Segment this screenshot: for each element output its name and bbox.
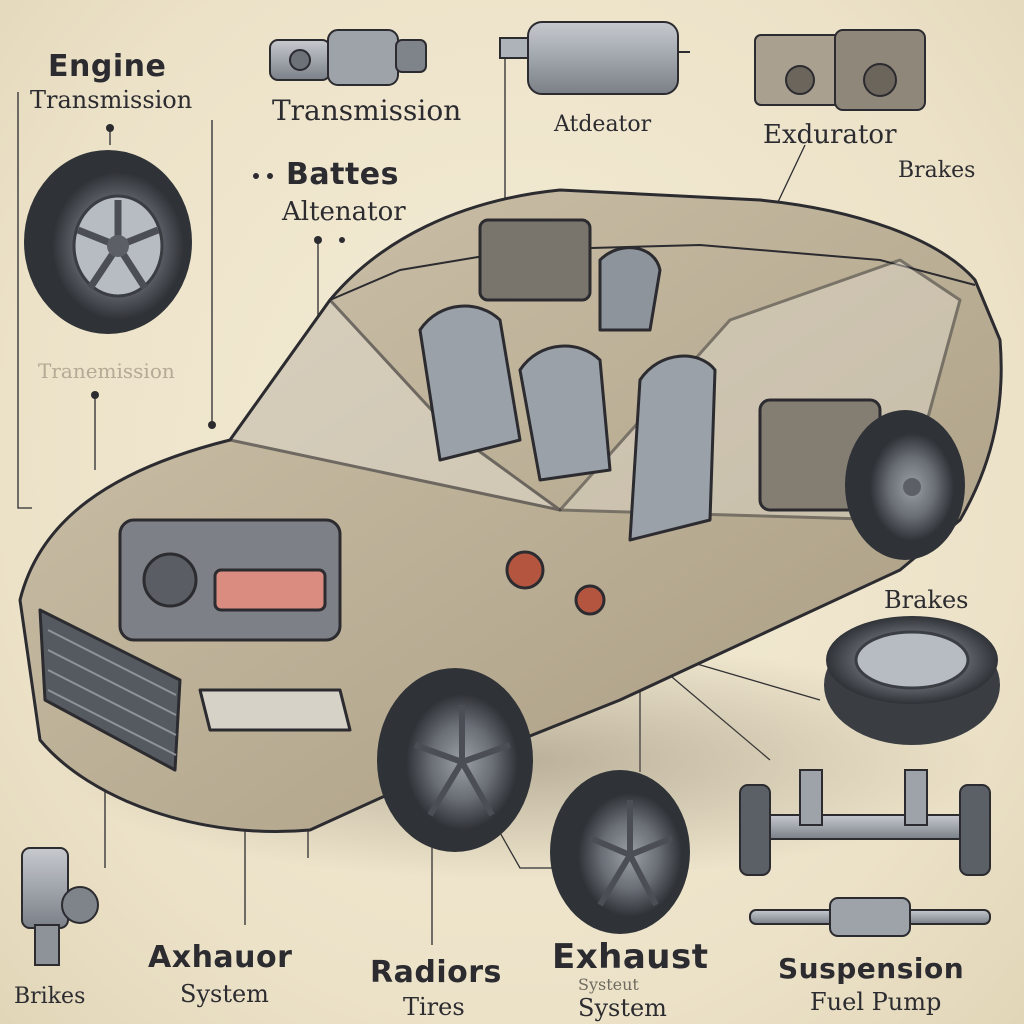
label-axhauor: Axhauor [148, 940, 293, 975]
atdeator-part [499, 21, 690, 95]
label-system-left: System [180, 980, 269, 1008]
tire-right [824, 616, 1000, 745]
leader-engine [17, 92, 32, 509]
label-transmission-top-left: Transmission [30, 86, 193, 114]
label-transmission-top: Transmission [272, 94, 462, 127]
label-system-center: System [578, 994, 667, 1022]
label-exdurator: Exdurator [763, 120, 897, 150]
label-tires: Tires [403, 993, 465, 1021]
label-brakes-right: Brakes [884, 586, 969, 614]
suspension-part [739, 769, 991, 876]
label-systeut: Systeut [578, 975, 639, 994]
label-tranemission-faint: Tranemission [38, 359, 175, 383]
label-alternator: Altenator [282, 197, 406, 227]
label-exhaust: Exhaust [552, 937, 709, 977]
label-radiors: Radiors [370, 955, 502, 990]
fuel-pump-part [749, 897, 991, 937]
exdurator-part [754, 29, 926, 111]
tire-top-left [24, 150, 192, 334]
rear-wheel [845, 410, 965, 560]
label-engine: Engine [48, 49, 167, 84]
label-atdeator: Atdeator [554, 112, 652, 137]
transmission-part-top [269, 29, 427, 86]
label-suspension: Suspension [778, 952, 965, 985]
label-brakes-top-right: Brakes [898, 158, 976, 183]
car-body [18, 188, 1003, 834]
front-wheel [377, 668, 533, 852]
brikes-part [21, 847, 99, 966]
label-fuel-pump: Fuel Pump [810, 988, 942, 1016]
label-battes: Battes [286, 157, 399, 192]
label-brikes: Brikes [14, 984, 86, 1009]
wheel-center [550, 770, 690, 934]
